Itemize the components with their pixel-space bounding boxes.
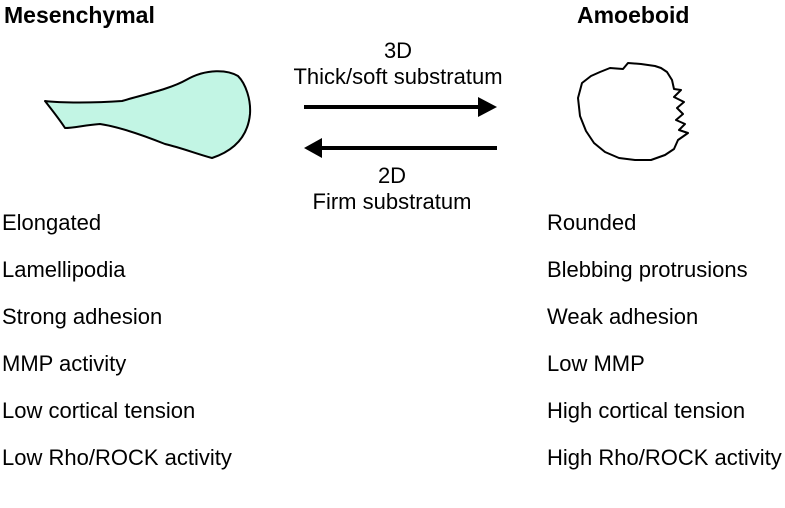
mesenchymal-properties-list: Elongated Lamellipodia Strong adhesion M… <box>2 210 262 471</box>
arrow-top-label: 3D Thick/soft substratum <box>268 38 528 90</box>
amoeboid-property: Weak adhesion <box>547 304 699 329</box>
amoeboid-property: High cortical tension <box>547 398 746 423</box>
arrow-right-3d <box>304 97 497 117</box>
amoeboid-property: Blebbing protrusions <box>547 257 748 282</box>
arrow-top-line1: 3D <box>383 38 413 63</box>
arrow-left-2d <box>304 138 497 158</box>
amoeboid-property: High Rho/ROCK activity <box>547 445 782 470</box>
amoeboid-cell-shape <box>577 62 689 161</box>
amoeboid-title: Amoeboid <box>577 2 690 28</box>
arrow-top-line2: Thick/soft substratum <box>293 64 503 89</box>
mesenchymal-property: Elongated <box>2 210 102 235</box>
mesenchymal-cell-shape <box>44 70 252 159</box>
amoeboid-property: Low MMP <box>547 351 645 376</box>
mesenchymal-property: Strong adhesion <box>2 304 163 329</box>
mesenchymal-property: Low Rho/ROCK activity <box>2 445 232 470</box>
mesenchymal-property: Low cortical tension <box>2 398 196 423</box>
amoeboid-properties-list: Rounded Blebbing protrusions Weak adhesi… <box>547 210 785 471</box>
arrow-bottom-label: 2D Firm substratum <box>262 163 522 215</box>
mesenchymal-property: MMP activity <box>2 351 127 376</box>
mesenchymal-title: Mesenchymal <box>4 2 155 28</box>
mesenchymal-property: Lamellipodia <box>2 257 126 282</box>
arrow-bottom-line1: 2D <box>377 163 407 188</box>
amoeboid-property: Rounded <box>547 210 637 235</box>
arrow-bottom-line2: Firm substratum <box>312 189 472 214</box>
